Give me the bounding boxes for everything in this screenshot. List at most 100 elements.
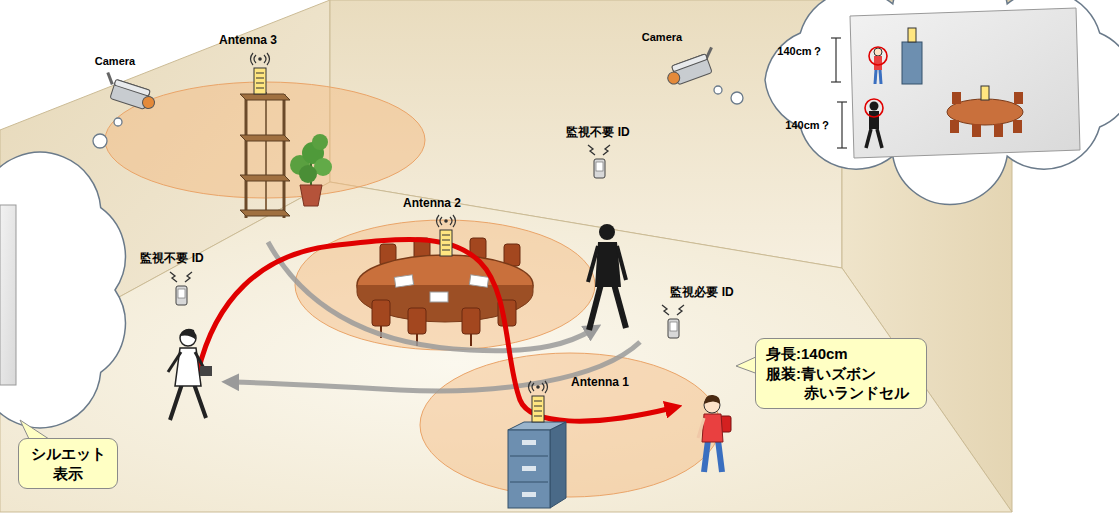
antenna-device-part	[440, 230, 452, 256]
walking-woman-part	[168, 352, 181, 372]
view-man-part	[865, 99, 883, 117]
view-man-part	[866, 129, 871, 148]
chair-part	[372, 300, 390, 326]
view-table-part	[981, 86, 989, 100]
walking-man-part	[614, 284, 626, 328]
antenna-device	[437, 215, 456, 256]
antenna-label: Antenna 1	[571, 375, 629, 389]
antenna-device-part	[437, 215, 456, 227]
walking-man-part	[589, 284, 601, 330]
antenna-device-part	[534, 401, 542, 416]
camera-label: Camera	[95, 55, 135, 68]
walking-woman-part	[194, 384, 206, 418]
camera-part	[666, 70, 681, 85]
chair-part	[470, 334, 472, 346]
view-cabinet	[902, 28, 922, 84]
antenna-device-part	[256, 73, 264, 88]
id-tag-label: 監視必要 ID	[670, 285, 733, 299]
shelf-part	[240, 135, 290, 141]
view-table-part	[994, 124, 1003, 137]
callout-text: 身長:140cm	[766, 344, 916, 364]
height-bracket-part	[837, 101, 847, 102]
thought-cloud-part	[765, 0, 1119, 204]
thought-cloud-part	[0, 205, 16, 385]
shelf-part	[240, 210, 290, 216]
shelf-part	[240, 94, 290, 100]
antenna-device-part	[532, 396, 544, 422]
view-man-part	[877, 129, 882, 148]
id-tag	[170, 145, 684, 338]
callout-box: 身長:140cm服装:青いズボン 赤いランドセル	[755, 338, 927, 409]
walking-man-part	[599, 224, 615, 240]
antenna-range-part	[295, 220, 595, 350]
height-bracket-part	[841, 102, 842, 148]
plant-part	[299, 165, 317, 183]
callout-text: シルエット 表示	[29, 444, 107, 483]
antenna-device-part	[536, 385, 540, 389]
id-tag-label: 監視不要 ID	[566, 125, 629, 139]
girl-part	[702, 414, 723, 442]
height-bracket	[831, 38, 847, 148]
meeting-table-part	[430, 292, 448, 302]
thought-cloud	[714, 0, 1119, 204]
shelf-part	[283, 94, 286, 218]
camera-label: Camera	[642, 31, 682, 44]
plant-part	[300, 185, 322, 206]
movement-path-part	[268, 242, 592, 351]
antenna-device-part	[442, 235, 450, 250]
callout-box: シルエット 表示	[18, 438, 118, 489]
antenna-label: Antenna 3	[219, 33, 277, 47]
girl-part	[698, 418, 704, 438]
thought-cloud-part	[114, 118, 122, 126]
view-table-part	[1013, 120, 1022, 133]
camera-part	[141, 95, 156, 110]
camera-view	[850, 8, 1080, 158]
view-table-part	[1014, 92, 1023, 104]
file-cabinet	[508, 422, 566, 508]
view-girl	[869, 47, 887, 84]
height-bracket-part	[837, 147, 847, 148]
girl-part	[704, 395, 720, 404]
chair-part	[408, 308, 426, 334]
height-label: 140cm？	[785, 119, 830, 132]
thought-cloud-part	[714, 86, 722, 94]
thought-cloud-part	[731, 92, 743, 104]
antenna-label: Antenna 2	[403, 196, 461, 210]
view-man-part	[870, 102, 879, 111]
id-tag-part	[670, 322, 677, 331]
id-tag-part	[588, 145, 610, 155]
file-cabinet-part	[510, 482, 548, 483]
antenna-device-part	[529, 381, 548, 393]
view-table-part	[972, 124, 981, 137]
antenna-device	[529, 381, 548, 422]
girl	[698, 395, 731, 472]
girl-part	[718, 440, 722, 472]
antenna-device-part	[254, 68, 266, 94]
view-girl-part	[880, 70, 881, 84]
antenna-range-part	[105, 82, 425, 198]
thought-cloud-part	[93, 134, 107, 148]
height-bracket-part	[831, 81, 841, 82]
view-girl-part	[874, 48, 882, 56]
meeting-table-part	[394, 275, 413, 287]
file-cabinet-part	[522, 440, 536, 445]
antenna-device-part	[251, 53, 270, 65]
callout-pointer	[20, 356, 758, 441]
thought-cloud-part	[0, 152, 125, 428]
view-table	[947, 86, 1023, 137]
thought-cloud	[0, 118, 125, 428]
camera	[663, 47, 720, 87]
antenna-device	[251, 53, 270, 94]
file-cabinet-part	[550, 422, 566, 508]
view-table-part	[950, 120, 959, 133]
view-cabinet-part	[908, 28, 916, 42]
file-cabinet-part	[522, 492, 536, 497]
meeting-table-part	[469, 275, 488, 287]
camera-part	[672, 54, 708, 72]
view-man-part	[869, 111, 879, 129]
camera-part	[105, 72, 116, 84]
shelf-part	[265, 92, 267, 212]
plant	[290, 134, 332, 206]
shelf	[240, 92, 290, 218]
